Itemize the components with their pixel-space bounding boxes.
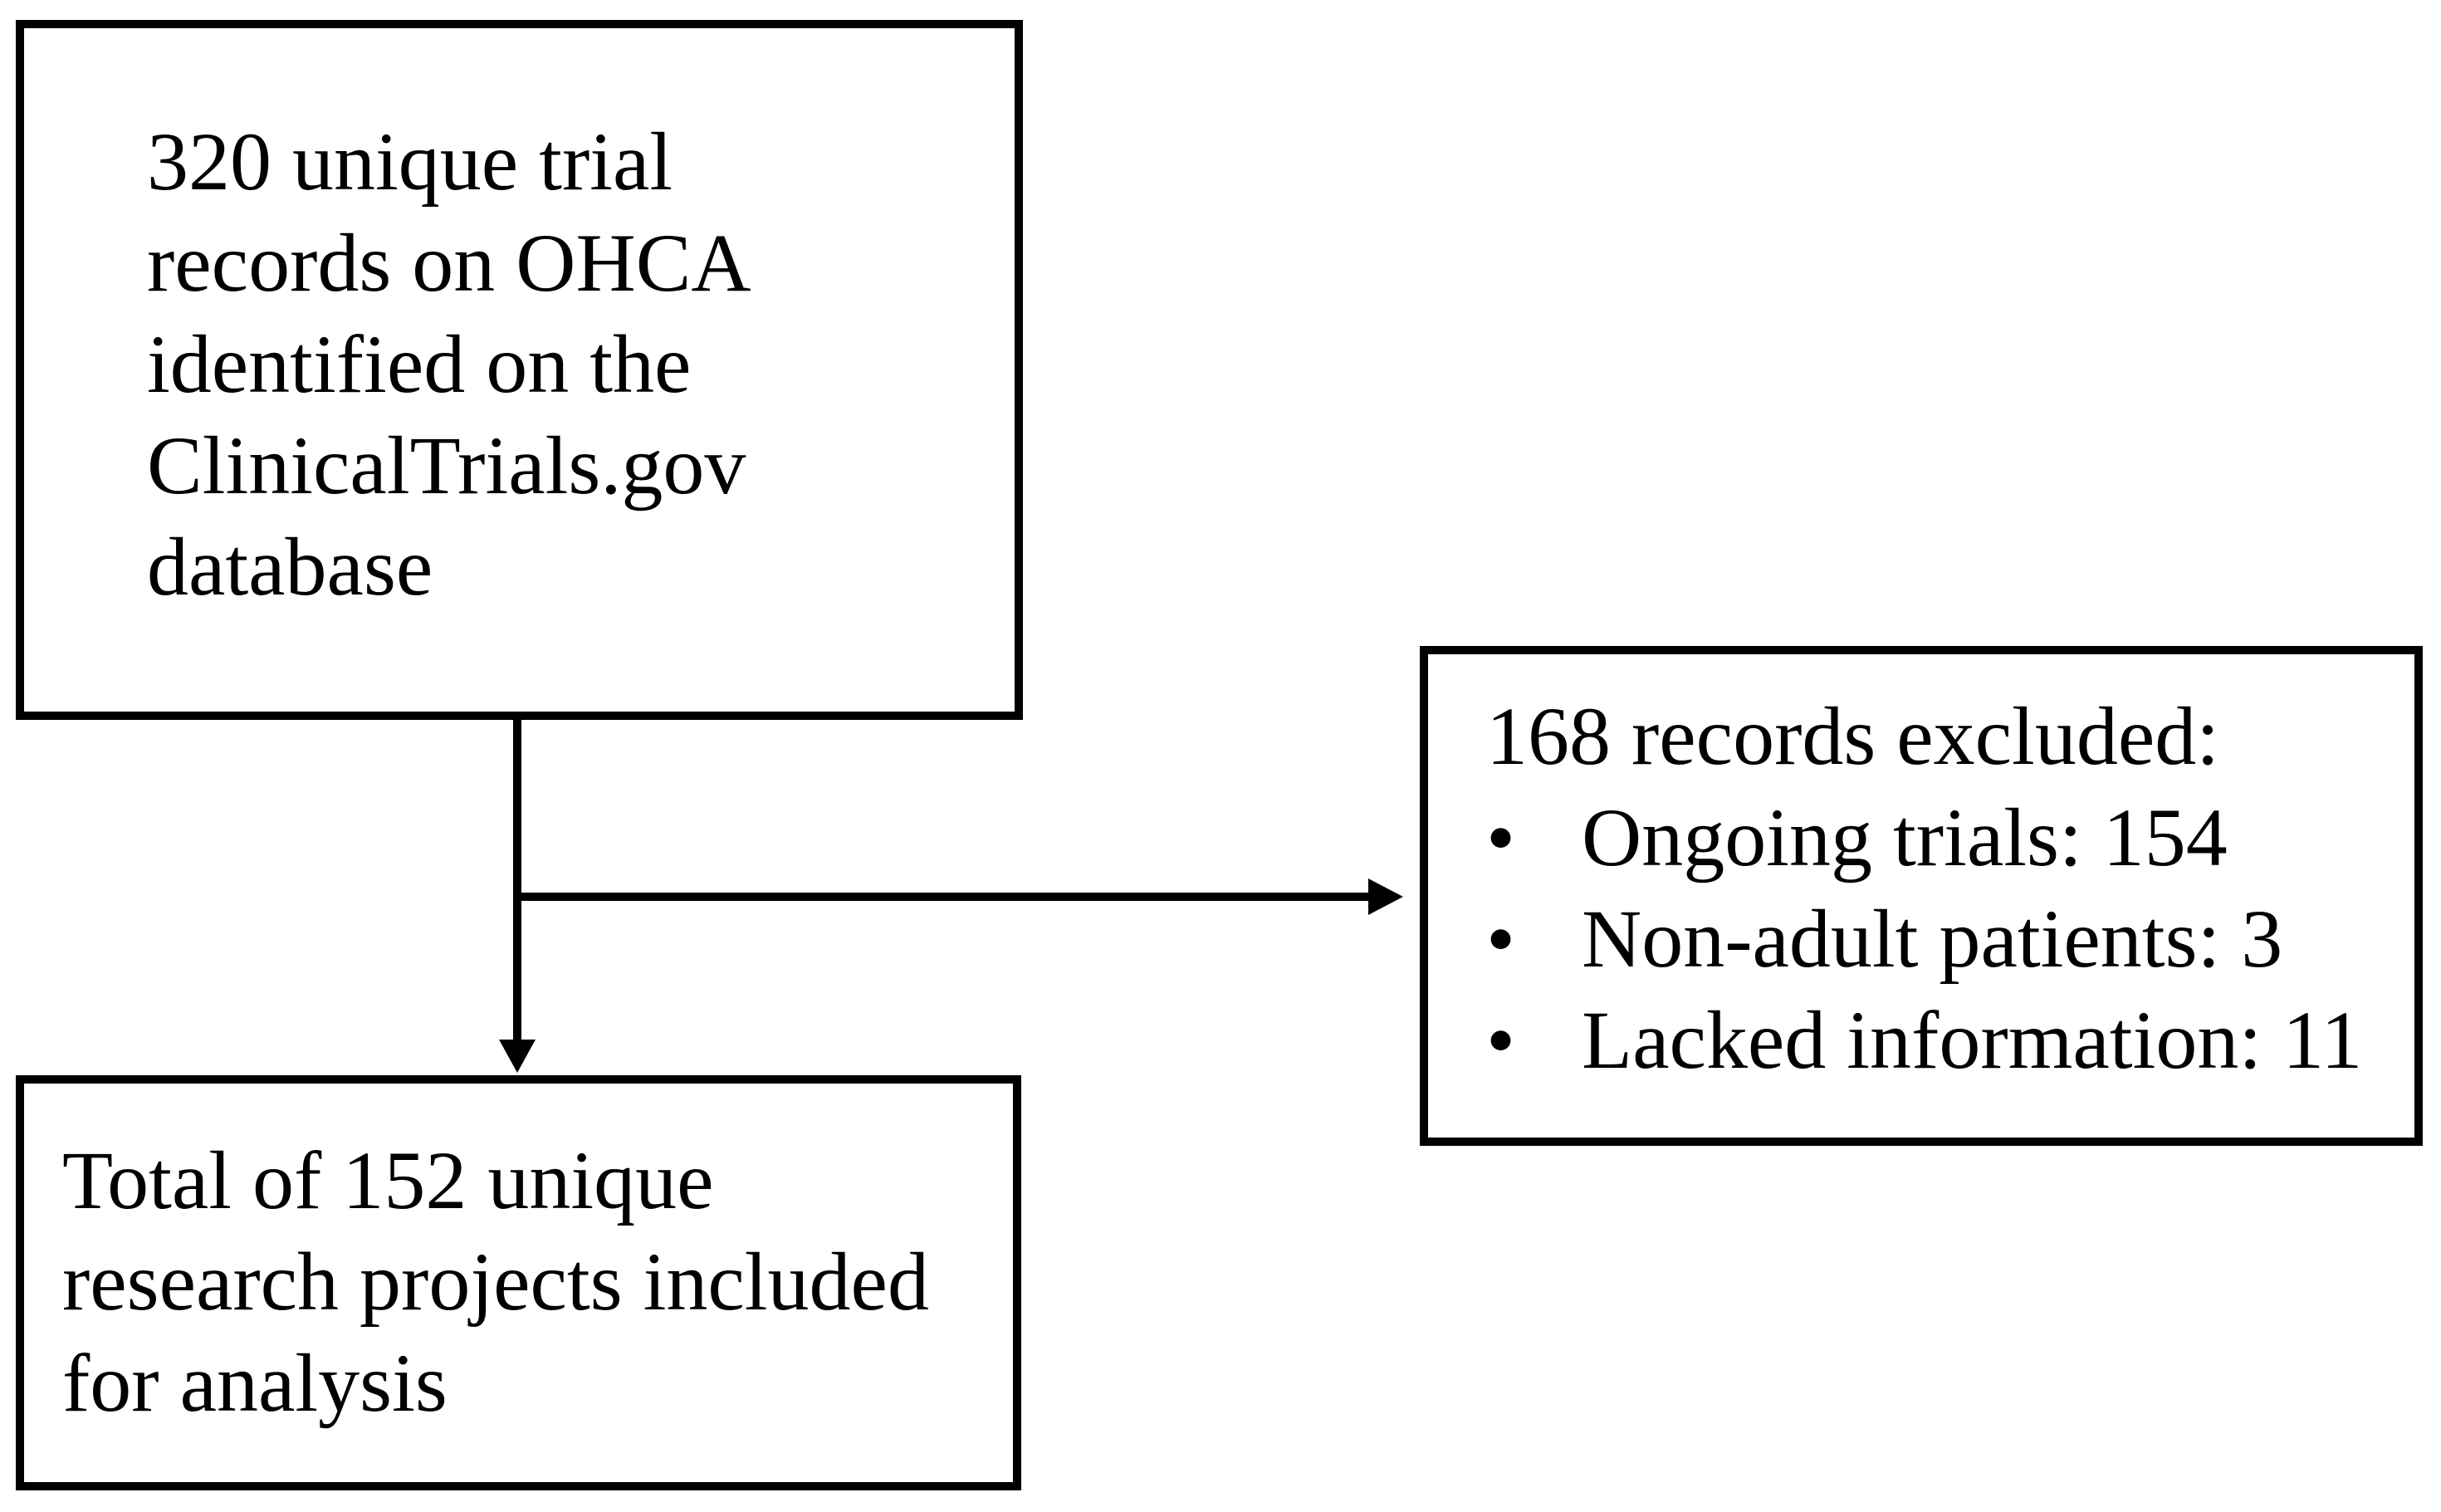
- text-line: for analysis: [62, 1337, 448, 1429]
- box-included-projects: Total of 152 unique research projects in…: [16, 1075, 1021, 1490]
- excluded-title: 168 records excluded:: [1486, 690, 2220, 782]
- text-line: research projects included: [62, 1236, 929, 1328]
- box-excluded-records: 168 records excluded: • Ongoing trials: …: [1420, 646, 2423, 1146]
- right-arrowhead-icon: [1368, 878, 1403, 915]
- text-line: database: [147, 521, 433, 613]
- box-identified-records: 320 unique trial records on OHCA identif…: [16, 20, 1023, 720]
- excluded-list: • Ongoing trials: 154 • Non-adult patien…: [1486, 787, 2398, 1091]
- excluded-item: • Ongoing trials: 154: [1486, 787, 2398, 888]
- text-line: 320 unique trial: [147, 115, 673, 208]
- down-arrowhead-icon: [499, 1040, 536, 1073]
- excluded-item: • Lacked information: 11: [1486, 990, 2398, 1091]
- down-arrow: [499, 720, 536, 1073]
- text-line: identified on the: [147, 318, 692, 410]
- excluded-item: • Non-adult patients: 3: [1486, 888, 2398, 990]
- excluded-item-text: Ongoing trials: 154: [1582, 791, 2228, 883]
- bullet-icon: •: [1486, 893, 1516, 985]
- right-arrow: [517, 878, 1403, 915]
- text-line: ClinicalTrials.gov: [147, 419, 746, 511]
- excluded-item-text: Non-adult patients: 3: [1582, 893, 2283, 985]
- text-line: Total of 152 unique: [62, 1134, 714, 1226]
- bullet-icon: •: [1486, 994, 1516, 1086]
- text-line: records on OHCA: [147, 217, 751, 309]
- excluded-item-text: Lacked information: 11: [1582, 994, 2363, 1086]
- bullet-icon: •: [1486, 791, 1516, 883]
